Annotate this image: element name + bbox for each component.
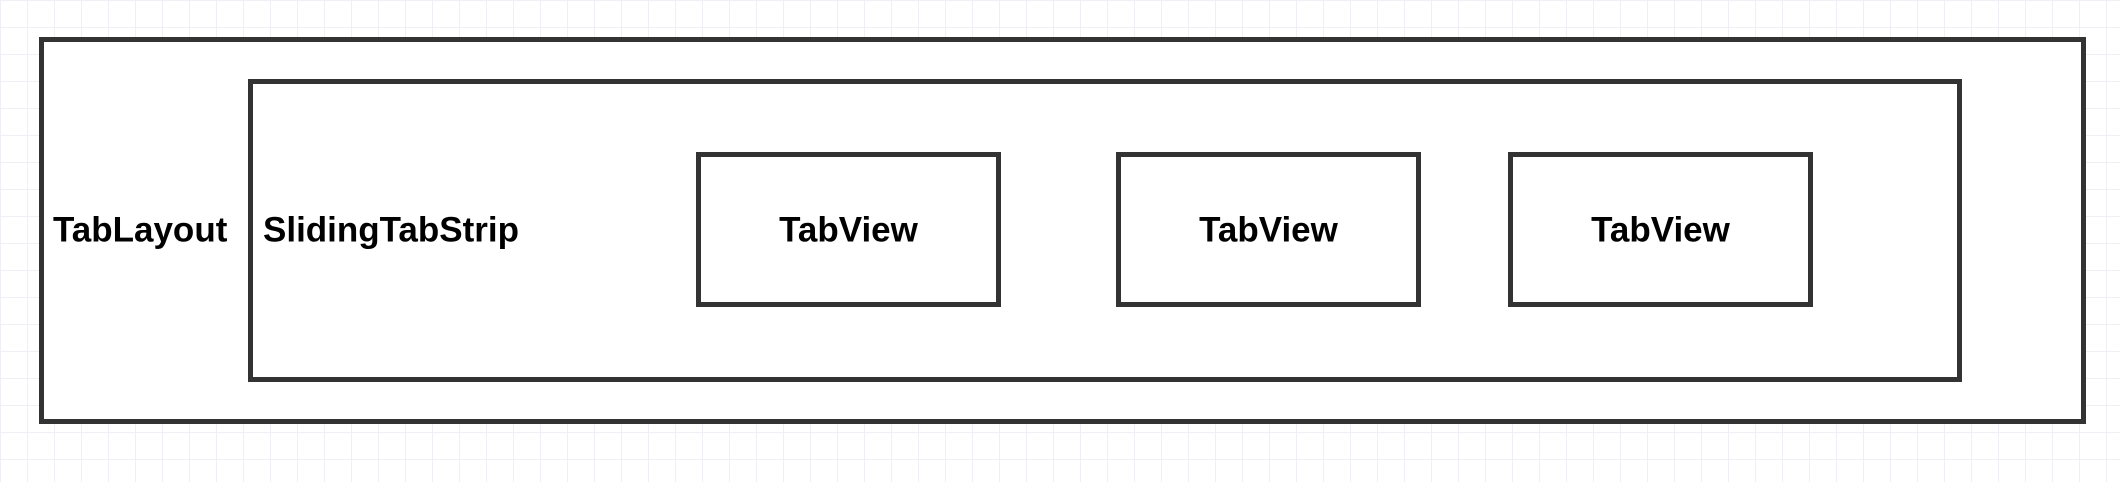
tablayout-label: TabLayout [53,210,228,250]
tabview-box-1: TabView [696,152,1001,307]
tabview-box-2: TabView [1116,152,1421,307]
tabview-label-3: TabView [1591,210,1730,249]
tabview-box-3: TabView [1508,152,1813,307]
tabview-label-1: TabView [779,210,918,249]
tabview-label-2: TabView [1199,210,1338,249]
slidingtabstrip-label: SlidingTabStrip [263,210,520,250]
